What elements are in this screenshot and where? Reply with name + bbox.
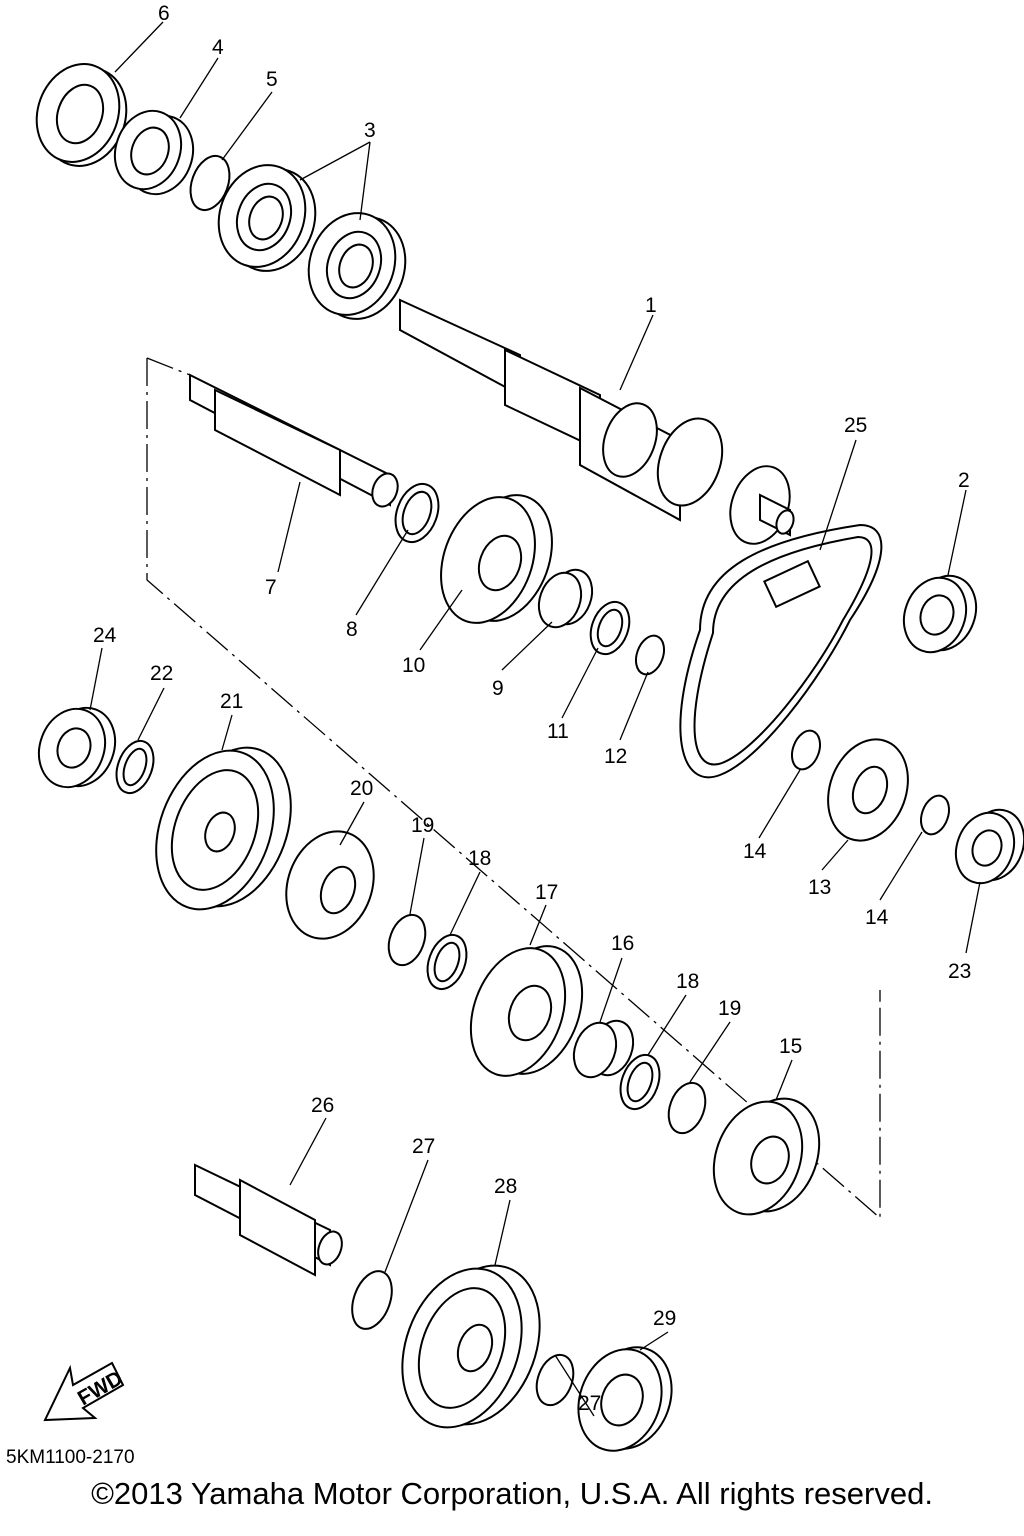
part-label: 5: [266, 68, 278, 91]
bearing-24: [37, 706, 117, 789]
main-axle-1: [399, 298, 795, 545]
part-label: 22: [150, 662, 173, 685]
circlip-27b: [535, 1353, 575, 1407]
part-label: 18: [468, 847, 491, 870]
part-label: 28: [494, 1175, 517, 1198]
part-label: 6: [158, 2, 170, 25]
part-label: 9: [492, 677, 504, 700]
part-label: 2: [958, 469, 970, 492]
bearing-29: [577, 1346, 673, 1452]
bearing-2: [902, 574, 978, 654]
o-ring-5: [189, 154, 231, 212]
part-label: 25: [844, 414, 867, 437]
bushing-16: [572, 1019, 635, 1079]
shift-dog-20: [285, 830, 375, 940]
part-labels: 1 2 3 4 5 6 7 8 9 10 11 12 13 14 14 15 1…: [93, 2, 971, 1415]
circlip-19b: [667, 1081, 707, 1135]
copyright-notice: ©2013 Yamaha Motor Corporation, U.S.A. A…: [91, 1476, 933, 1511]
part-label: 7: [265, 576, 277, 599]
collar-4: [113, 109, 195, 196]
gear-15: [712, 1097, 821, 1216]
part-label: 26: [311, 1094, 334, 1117]
part-label: 13: [808, 876, 831, 899]
part-label: 14: [743, 840, 767, 863]
part-label: 14: [865, 906, 889, 929]
circlip-14a: [790, 729, 822, 771]
circlip-27a: [351, 1270, 393, 1330]
fwd-arrow-icon: FWD: [43, 1361, 127, 1422]
washer-18a: [426, 933, 468, 991]
gear-10: [440, 494, 553, 624]
part-label: 23: [948, 960, 971, 983]
chain-sprocket-13: [827, 738, 909, 842]
washer-8: [394, 482, 440, 544]
drive-chain-25: [679, 523, 883, 779]
part-label: 27: [412, 1135, 435, 1158]
oil-seal-6: [35, 63, 128, 167]
assembly-boundary: [146, 357, 881, 1220]
part-label: 3: [364, 119, 376, 142]
washer-11: [589, 600, 631, 656]
part-label: 15: [779, 1035, 802, 1058]
circlip-14b: [919, 794, 951, 836]
bearing-3b: [307, 212, 407, 320]
part-label: 27: [578, 1392, 601, 1415]
part-label: 10: [402, 654, 425, 677]
part-label: 29: [653, 1307, 676, 1330]
circlip-12: [634, 634, 666, 676]
circlip-19a: [387, 913, 427, 967]
washer-18b: [619, 1053, 661, 1111]
part-label: 4: [212, 36, 224, 59]
leader-lines: [89, 21, 981, 1417]
part-label: 24: [93, 624, 117, 647]
part-label: 18: [676, 970, 699, 993]
part-label: 8: [346, 618, 358, 641]
bearing-3a: [217, 164, 317, 272]
drawing-code: 5KM1100-2170: [6, 1447, 135, 1468]
middle-drive-shaft-26: [194, 1163, 343, 1277]
part-label: 19: [718, 997, 741, 1020]
part-label: 19: [411, 814, 434, 837]
part-label: 20: [350, 777, 373, 800]
washer-22: [115, 739, 155, 795]
part-label: 12: [604, 745, 627, 768]
needle-bearing-9: [537, 568, 594, 629]
gear-17: [469, 945, 584, 1077]
part-label: 1: [645, 294, 657, 317]
gear-21: [155, 746, 292, 911]
drive-axle-7: [189, 373, 399, 508]
part-label: 11: [547, 720, 569, 743]
part-label: 21: [220, 690, 243, 713]
part-label: 17: [535, 881, 558, 904]
part-label: 16: [611, 932, 634, 955]
gear-28: [401, 1264, 541, 1429]
bearing-23: [954, 808, 1024, 885]
